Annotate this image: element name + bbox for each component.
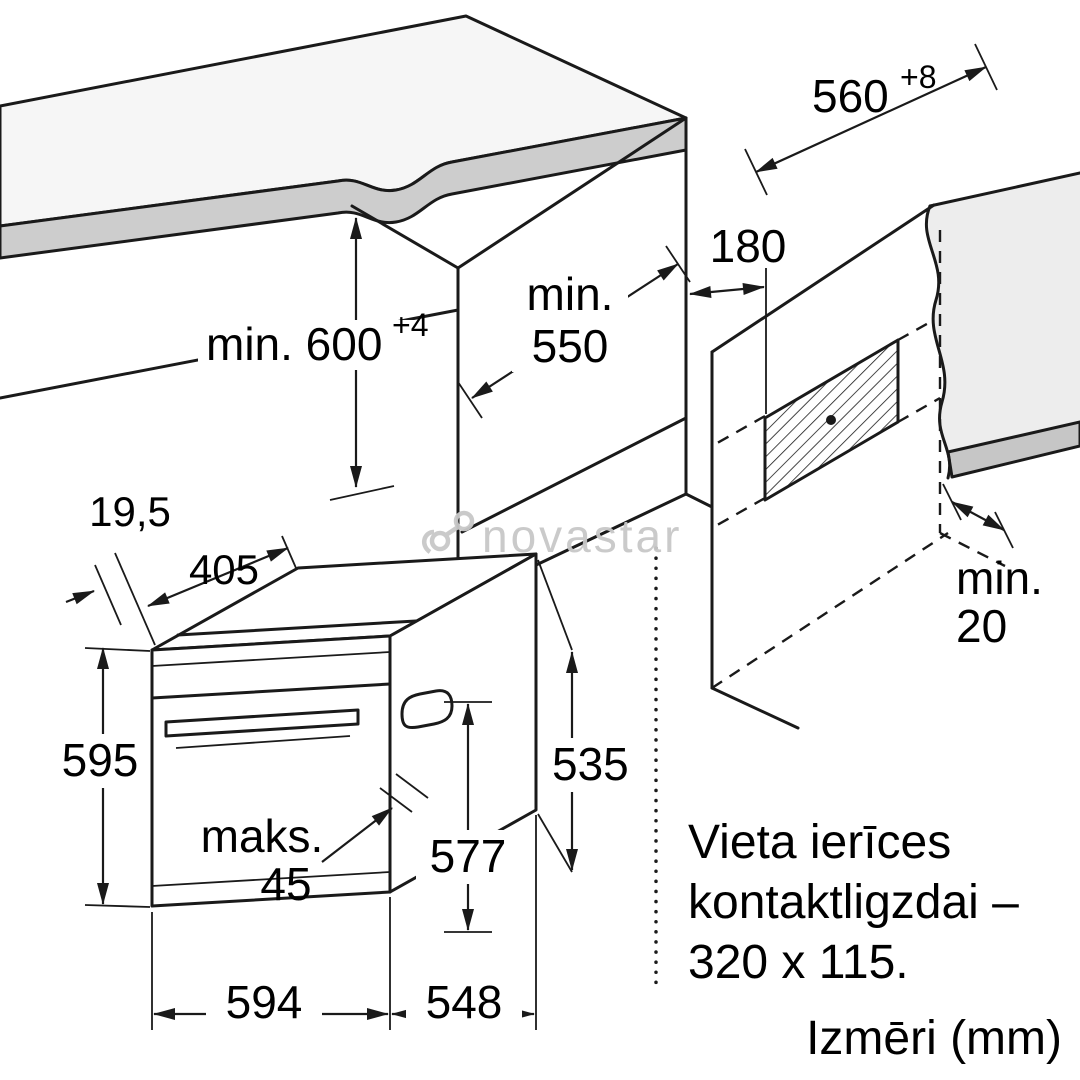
- dim-405-tick-right: [281, 535, 297, 569]
- dim-niche-height-tolerance: +4: [392, 307, 428, 343]
- dim-niche-depth-550: min. 550: [457, 245, 691, 419]
- dim-niche-depth-label-2: 550: [532, 320, 609, 372]
- dim-oven-width-label: 594: [226, 976, 303, 1028]
- oven-handle-mount: [175, 735, 351, 749]
- socket-leader-bottom-right: [897, 396, 941, 424]
- dim-oven-height-595: 595: [50, 647, 151, 908]
- dim-socket-offset-180: 180: [689, 220, 787, 414]
- dim-oven-width-594: 594: [151, 897, 391, 1030]
- dim-550-tick-right: [665, 245, 691, 283]
- dim-595-ext-bottom: [84, 904, 151, 908]
- dim-45-plane-inner: [395, 773, 429, 799]
- socket-leader-top: [711, 414, 766, 448]
- niche-top-edge: [456, 116, 688, 270]
- dim-niche-depth-label-1: min.: [527, 268, 614, 320]
- dim-550-label-mask: [512, 272, 628, 372]
- dim-niche-width-tolerance: +8: [900, 59, 936, 95]
- dim-niche-height-600: min. 600 +4: [198, 217, 448, 501]
- dim-560-arrow: [755, 65, 987, 174]
- dim-panel-depth-label: 405: [189, 546, 259, 593]
- dim-socket-offset-label: 180: [710, 220, 787, 272]
- socket-center-dot: [826, 415, 836, 425]
- dim-handle-max-label-1: maks.: [201, 810, 324, 862]
- dim-body-depth-577: 577: [416, 701, 520, 933]
- door-bottom-seam: [151, 871, 391, 887]
- dim-594-label-mask: [206, 976, 322, 1030]
- dim-560-tick-right: [974, 43, 998, 91]
- oven-top-seam: [176, 619, 418, 637]
- torn-wall-fill: [926, 172, 1080, 478]
- dim-niche-width-label: 560: [812, 70, 889, 122]
- dim-oven-height-label: 595: [62, 734, 139, 786]
- dim-535-label-mask: [540, 738, 648, 792]
- dim-19-plane-right: [114, 552, 156, 646]
- countertop-front-band: [0, 116, 688, 260]
- dim-rear-height-label: 535: [552, 738, 629, 790]
- socket-note: Vieta ierīces kontaktligzdai – 320 x 115…: [688, 816, 1019, 989]
- dim-595-label-mask: [50, 734, 150, 788]
- dim-rear-gap-label-2: 20: [956, 600, 1007, 652]
- socket-leader-top-right: [897, 318, 935, 342]
- dim-548-label-mask: [406, 976, 522, 1030]
- dim-rear-gap-label-1: min.: [956, 552, 1043, 604]
- dim-handle-max-label-2: 45: [260, 858, 311, 910]
- dim-handle-max-45: maks. 45: [201, 773, 429, 910]
- cabinet-top-edge: [710, 203, 936, 354]
- units-caption: Izmēri (mm): [806, 1012, 1062, 1065]
- socket-leader-bottom: [711, 496, 766, 530]
- dim-panel-depth-405: 405: [147, 535, 297, 608]
- dim-577-label-mask: [416, 830, 520, 884]
- dim-45-plane-outer: [379, 787, 413, 813]
- right-cabinet: [654, 171, 1080, 987]
- niche-floor-connector: [684, 492, 714, 509]
- oven-handle-bar: [164, 708, 360, 738]
- hidden-bottom-back: [711, 531, 949, 690]
- torn-edge-wavy: [924, 204, 952, 480]
- dim-180-arrow: [689, 283, 765, 298]
- socket-note-line-1: Vieta ierīces: [688, 816, 951, 869]
- dim-front-lip-label: 19,5: [89, 488, 171, 535]
- dim-45-leader: [321, 807, 393, 863]
- dim-body-depth-label: 577: [430, 830, 507, 882]
- dim-595-ext-top: [84, 647, 151, 652]
- niche-floor-edge: [460, 416, 688, 534]
- dim-rear-gap-20: min. 20: [942, 483, 1043, 652]
- watermark-text: novastar: [482, 510, 682, 562]
- socket-area: [763, 338, 900, 502]
- watermark-logo-icon: [421, 510, 475, 554]
- dim-19-plane-left: [94, 564, 122, 626]
- dim-600-label-mask: [198, 320, 448, 370]
- side-grip-cutout: [400, 689, 454, 730]
- dim-20-arrow: [951, 501, 1005, 531]
- dim-20-tick-left: [942, 483, 962, 521]
- dim-20-tick-right: [994, 511, 1014, 549]
- dim-550-tick-left: [457, 381, 483, 419]
- dim-535-ext-bottom: [537, 813, 573, 873]
- dim-535-ext-top: [537, 559, 573, 651]
- countertop-left: [0, 14, 688, 260]
- socket-note-line-3: 320 x 115.: [688, 936, 909, 989]
- niche-side-panel-top: [350, 204, 460, 270]
- dim-405-arrow: [147, 546, 289, 608]
- dim-niche-width-560: 560 +8: [744, 43, 998, 196]
- dim-600-tick-bottom: [329, 485, 395, 501]
- dim-rear-height-535: 535: [537, 559, 648, 873]
- dim-niche-height-label: min. 600: [206, 318, 382, 370]
- control-panel-bottom: [150, 682, 392, 700]
- control-panel-trim: [151, 651, 391, 667]
- dim-560-tick-left: [744, 148, 768, 196]
- watermark: novastar: [421, 510, 682, 562]
- dim-front-lip-19-5: 19,5: [65, 488, 171, 646]
- torn-wall-top-edge: [928, 171, 1080, 208]
- oven-front-face: [150, 634, 392, 908]
- dim-body-width-548: 548: [391, 815, 537, 1030]
- dim-19-arrow: [65, 589, 95, 605]
- socket-note-line-2: kontaktligzdai –: [688, 876, 1019, 929]
- cabinet-bottom-front: [710, 686, 800, 730]
- dim-body-width-label: 548: [426, 976, 503, 1028]
